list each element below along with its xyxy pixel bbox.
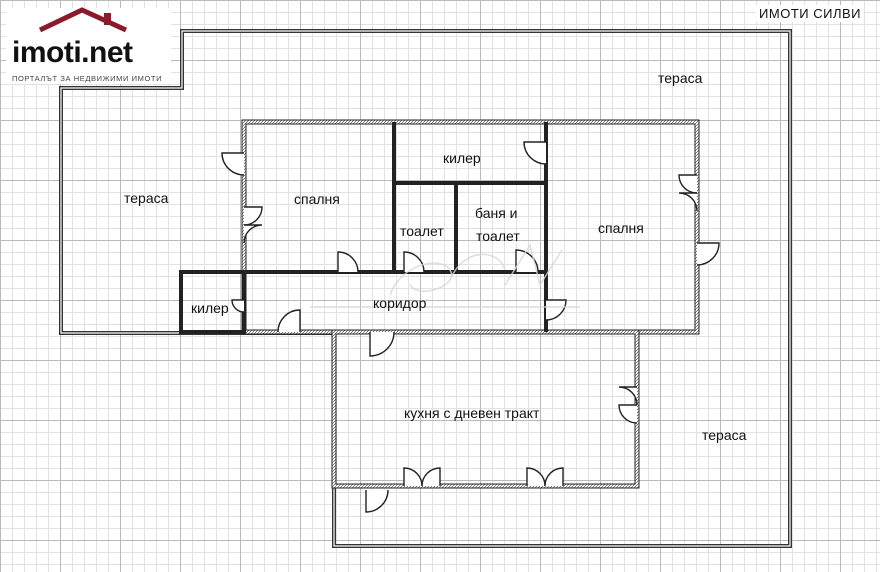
- logo-text: imoti.net: [12, 36, 133, 69]
- doors: [221, 141, 720, 513]
- agency-name: ИМОТИ СИЛВИ: [756, 5, 864, 22]
- storage-left-wall: [179, 270, 246, 334]
- logo-roof-icon: [6, 7, 171, 84]
- room-bedroom-right: спалня: [598, 220, 644, 236]
- outer-terrace-wall: [59, 29, 792, 548]
- room-terrace-top-right: тераса: [658, 70, 703, 86]
- room-bedroom-left: спалня: [294, 191, 340, 207]
- room-bath-line2: тоалет: [476, 228, 520, 244]
- room-kitchen: кухня с дневен тракт: [404, 405, 540, 421]
- room-corridor: коридор: [373, 295, 427, 311]
- room-storage-top: килер: [443, 150, 481, 166]
- room-storage-left: килер: [191, 300, 229, 316]
- imoti-logo[interactable]: imoti.net ПОРТАЛЪТ ЗА НЕДВИЖИМИ ИМОТИ: [6, 8, 171, 84]
- logo-subtitle: ПОРТАЛЪТ ЗА НЕДВИЖИМИ ИМОТИ: [12, 74, 163, 83]
- room-bath-line1: баня и: [475, 205, 518, 221]
- room-terrace-left: тераса: [124, 190, 169, 206]
- room-terrace-bottom-right: тераса: [702, 427, 747, 443]
- room-toilet: тоалет: [400, 223, 444, 239]
